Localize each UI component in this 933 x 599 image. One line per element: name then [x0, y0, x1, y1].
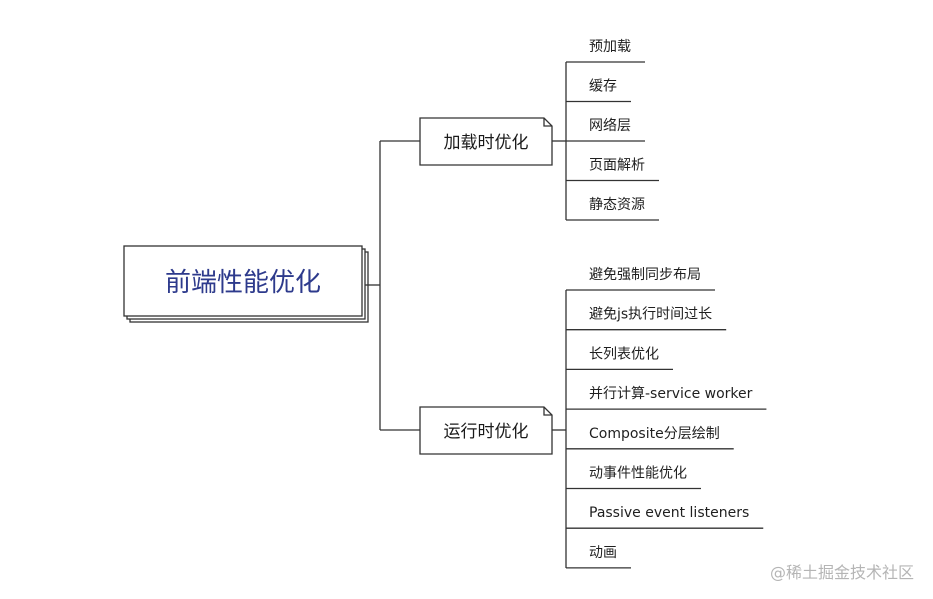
- branch-connectors-runtime: [552, 290, 567, 568]
- leaf-label: 静态资源: [589, 197, 645, 213]
- branch-label: 运行时优化: [444, 422, 529, 442]
- branch-box: [419, 117, 553, 166]
- branch-node-loading: 加载时优化: [419, 117, 553, 166]
- leaf-label: 动事件性能优化: [589, 466, 687, 482]
- leaf-label: 页面解析: [589, 158, 645, 174]
- leaf-label: 动画: [589, 545, 617, 561]
- branch-fold-corner: [543, 407, 552, 416]
- branch-connectors-loading: [552, 62, 567, 220]
- leaf-label: 预加载: [589, 39, 631, 55]
- branch-node-runtime: 运行时优化: [419, 406, 553, 455]
- branch-box: [419, 406, 553, 455]
- root-node: 前端性能优化: [123, 245, 369, 323]
- leaf-label: 避免强制同步布局: [589, 267, 701, 283]
- leaf-label: 避免js执行时间过长: [589, 307, 712, 323]
- leaf-label: 并行计算-service worker: [589, 386, 753, 402]
- leaf-label: Passive event listeners: [589, 505, 749, 521]
- leaf-label: 网络层: [589, 118, 631, 134]
- leaf-label: 缓存: [589, 79, 617, 95]
- root-label: 前端性能优化: [165, 268, 321, 298]
- branch-fold-corner: [543, 118, 552, 127]
- branch-label: 加载时优化: [444, 133, 529, 153]
- leaf-label: 长列表优化: [589, 346, 659, 362]
- leaf-label: Composite分层绘制: [589, 426, 720, 442]
- watermark-text: @稀土掘金技术社区: [770, 563, 914, 582]
- root-connectors: [365, 140, 420, 431]
- root-box: [123, 245, 363, 317]
